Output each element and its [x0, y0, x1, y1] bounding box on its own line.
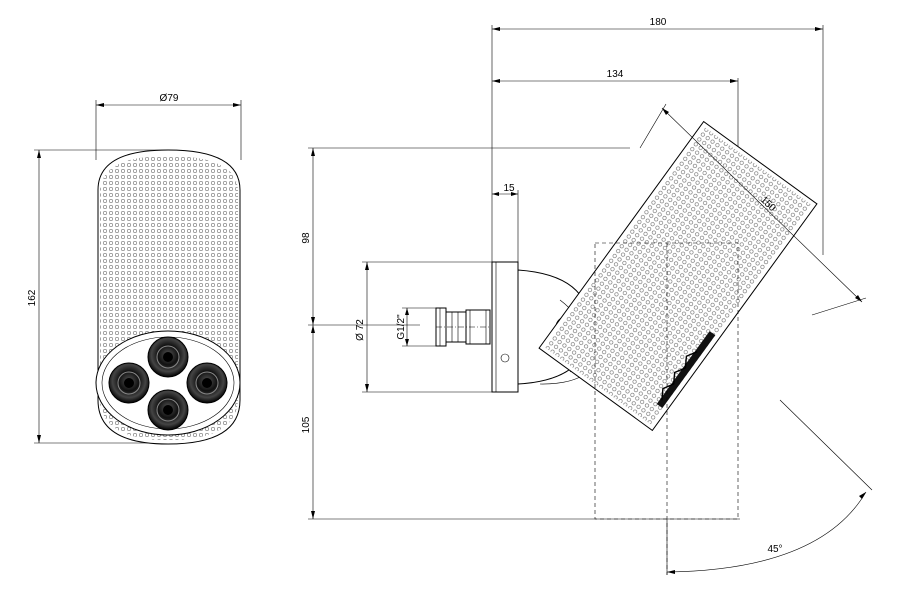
dim-height-lower: 105 — [301, 416, 312, 433]
shower-head — [538, 120, 818, 432]
nozzle-left-icon — [108, 362, 150, 404]
dim-flange-depth: 15 — [503, 183, 515, 194]
nozzle-top-icon — [147, 336, 189, 378]
dim-diameter-body: Ø79 — [160, 93, 179, 104]
dim-diameter-flange: Ø 72 — [355, 319, 366, 341]
wall-flange — [491, 261, 519, 393]
dim-thread: G1/2" — [396, 314, 407, 340]
swivel-range-outline — [594, 242, 739, 520]
screw-icon — [500, 353, 510, 363]
dim-height-upper: 98 — [301, 232, 312, 244]
dim-angle: 45° — [767, 544, 782, 555]
nozzle-bottom-icon — [147, 389, 189, 431]
front-view: Ø79 162 — [27, 93, 242, 445]
side-view: 180 134 15 98 105 Ø 72 G1/ — [301, 17, 873, 575]
dim-height-body: 162 — [27, 289, 38, 306]
dim-width-mount: 134 — [607, 69, 624, 80]
dim-width-total: 180 — [650, 17, 667, 28]
nozzle-right-icon — [186, 362, 228, 404]
thread-connector — [435, 307, 491, 347]
